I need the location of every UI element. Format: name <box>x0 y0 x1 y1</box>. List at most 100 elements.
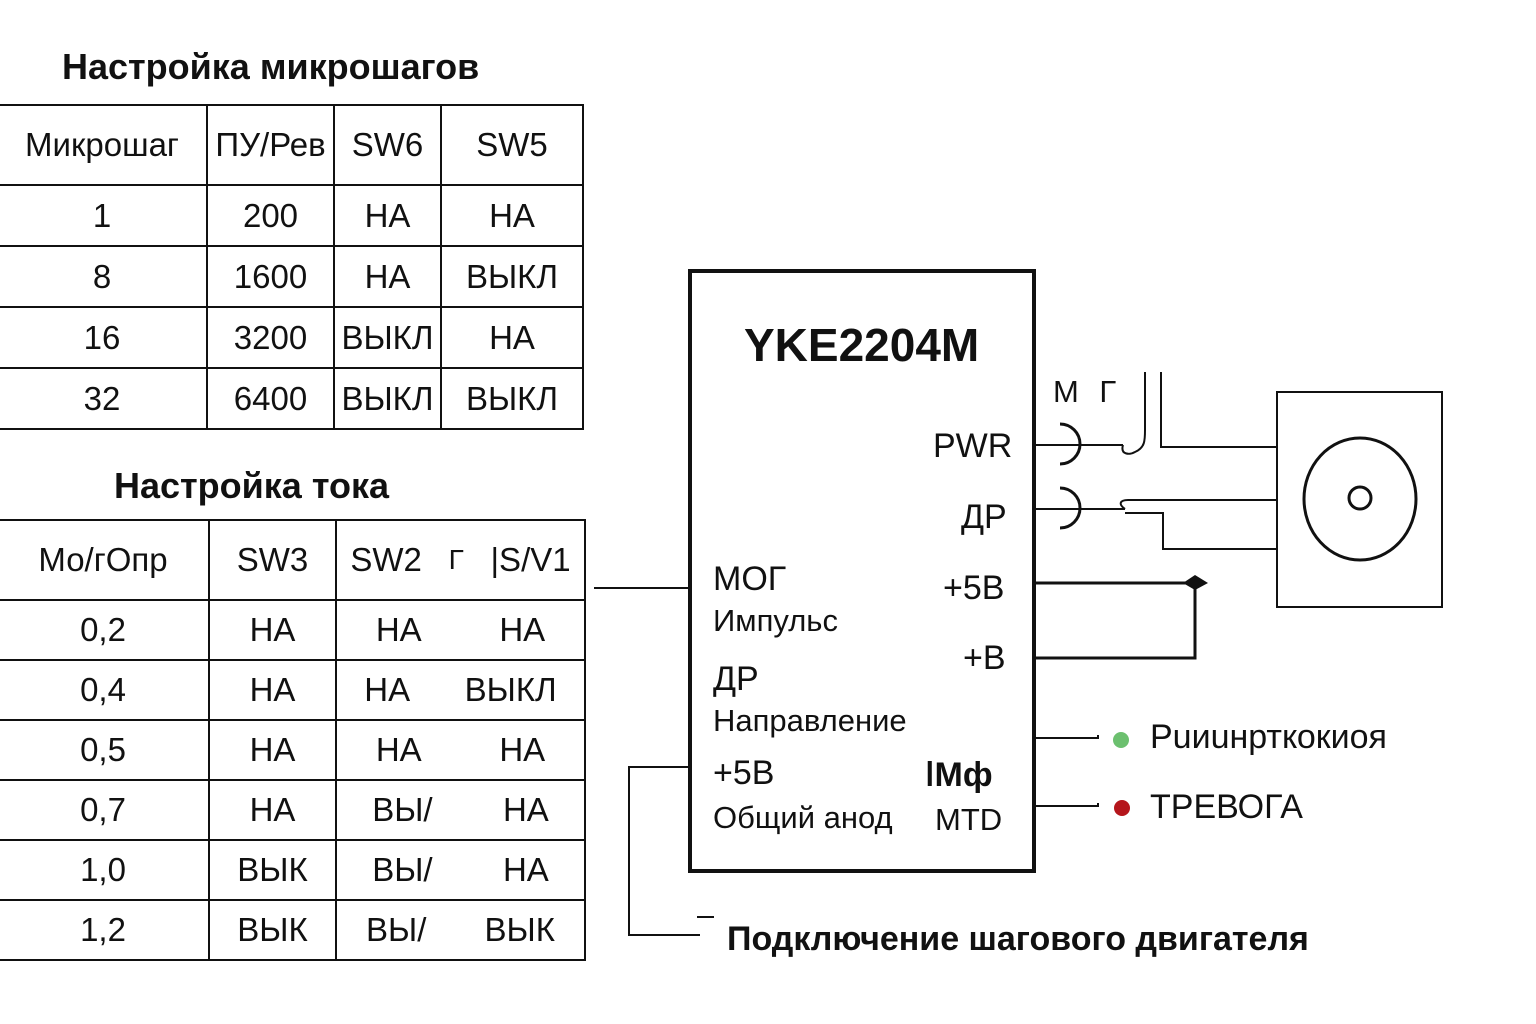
motor-wire-a <box>1160 372 1278 448</box>
mf-label: ǀМф <box>925 756 993 794</box>
header-glyph: Г <box>448 544 464 575</box>
alarm-indicator-icon <box>1114 800 1130 816</box>
cell: ВЫК <box>208 839 337 901</box>
cell-pair: НА НА <box>335 599 586 661</box>
direction-label: Направление <box>713 703 907 738</box>
cell: 200 <box>206 184 335 247</box>
cell: НА <box>208 599 337 661</box>
pin-plusv-label: +В <box>963 639 1006 677</box>
cell-pair: ВЫ/ВЫК <box>335 899 586 961</box>
cell: НА <box>364 671 411 708</box>
cell: НА <box>502 791 549 828</box>
cell: НА <box>499 731 546 768</box>
cell: НА <box>499 611 546 648</box>
plusv-wire <box>1034 583 1197 660</box>
cell: ВЫКЛ <box>464 671 557 708</box>
cell: НА <box>208 779 337 841</box>
driver-box <box>688 269 1036 873</box>
motor-wire-b <box>1119 499 1278 510</box>
cell: НА <box>333 184 442 247</box>
table-row: 0,5 НА НА НА <box>0 719 586 781</box>
header-cell: Мо/гОпр <box>0 519 210 601</box>
cell: ВЫК <box>208 899 337 961</box>
dr-label: ДР <box>713 660 759 698</box>
alarm-wire <box>1034 803 1099 807</box>
header-cell-sw2-sw1: SW2 Г |S/V1 <box>335 519 586 601</box>
cell: ВЫКЛ <box>440 367 584 430</box>
cell-pair: НА НА <box>335 719 586 781</box>
current-title: Настройка тока <box>114 465 390 506</box>
cell: НА <box>375 731 422 768</box>
ready-label: Рuиuнрткoкиoя <box>1150 718 1387 756</box>
driver-model: YKE2204M <box>744 319 980 371</box>
alarm-label: ТРЕВОГА <box>1150 788 1303 826</box>
header-cell: ПУ/Рев <box>206 104 335 186</box>
cell: 0,4 <box>0 659 210 721</box>
pin-pwr-label: PWR <box>933 427 1013 465</box>
cell: НА <box>502 851 549 888</box>
table-row: 8 1600 НА ВЫКЛ <box>0 245 584 308</box>
common-plus5v-label: +5В <box>713 754 775 792</box>
cell: 1600 <box>206 245 335 308</box>
microstep-table: Микрошаг ПУ/Рев SW6 SW5 1 200 НА НА 8 16… <box>0 104 584 430</box>
pwr-wire-hook <box>1121 372 1146 455</box>
cell: 3200 <box>206 306 335 369</box>
mtd-label: MTD <box>935 802 1003 837</box>
cell: НА <box>333 245 442 308</box>
pin-plus5v-label: +5В <box>943 569 1005 607</box>
header-cell: Микрошаг <box>0 104 208 186</box>
table-row: 0,4 НА НА ВЫКЛ <box>0 659 586 721</box>
cell: НА <box>208 659 337 721</box>
cell-pair: НА ВЫКЛ <box>335 659 586 721</box>
ready-wire <box>1034 735 1099 739</box>
table-row: 32 6400 ВЫКЛ ВЫКЛ <box>0 367 584 430</box>
cell: 1,0 <box>0 839 210 901</box>
junction-node <box>1183 575 1208 590</box>
cell: 6400 <box>206 367 335 430</box>
header-sw1: |S/V1 <box>490 541 571 578</box>
cell: НА <box>375 611 422 648</box>
cell: 16 <box>0 306 208 369</box>
cell: 1 <box>0 184 208 247</box>
motor-label: М Г <box>1053 374 1123 409</box>
cell: 1,2 <box>0 899 210 961</box>
ready-indicator-icon <box>1113 732 1129 748</box>
diagram-caption: Подключение шагового двигателя <box>727 920 1309 958</box>
cell: НА <box>440 306 584 369</box>
cell: ВЫ/ <box>372 791 433 828</box>
header-sw2: SW2 <box>350 541 422 578</box>
table-header-row: Микрошаг ПУ/Рев SW6 SW5 <box>0 104 584 186</box>
header-cell: SW3 <box>208 519 337 601</box>
common-anode-wire <box>628 766 700 936</box>
header-cell: SW6 <box>333 104 442 186</box>
cell: ВЫКЛ <box>333 306 442 369</box>
cell: НА <box>440 184 584 247</box>
table-row: 1,2 ВЫК ВЫ/ВЫК <box>0 899 586 961</box>
motor-shaft <box>1347 485 1373 511</box>
table-row: 1,0 ВЫК ВЫ/НА <box>0 839 586 901</box>
cell: 0,5 <box>0 719 210 781</box>
mog-label: МОГ <box>713 560 787 598</box>
cell: 8 <box>0 245 208 308</box>
impulse-label: Импульс <box>713 603 838 638</box>
motor-rotor-outer <box>1302 436 1418 562</box>
cell: ВЫ/ <box>372 851 433 888</box>
microstep-title: Настройка микрошагов <box>62 46 480 87</box>
table-row: 0,7 НА ВЫ/НА <box>0 779 586 841</box>
table-row: 1 200 НА НА <box>0 184 584 247</box>
cell: ВЫКЛ <box>333 367 442 430</box>
table-row: 16 3200 ВЫКЛ НА <box>0 306 584 369</box>
cell: 0,7 <box>0 779 210 841</box>
motor-wire-c <box>1125 512 1278 550</box>
pin-dr-label: ДР <box>961 498 1007 536</box>
cell: ВЫКЛ <box>440 245 584 308</box>
cell-pair: ВЫ/НА <box>335 839 586 901</box>
cell-pair: ВЫ/НА <box>335 779 586 841</box>
cell: НА <box>208 719 337 781</box>
cell: ВЫ/ <box>366 911 427 948</box>
header-cell: SW5 <box>440 104 584 186</box>
cell: ВЫК <box>484 911 555 948</box>
common-anode-label: Общий анод <box>713 800 893 835</box>
